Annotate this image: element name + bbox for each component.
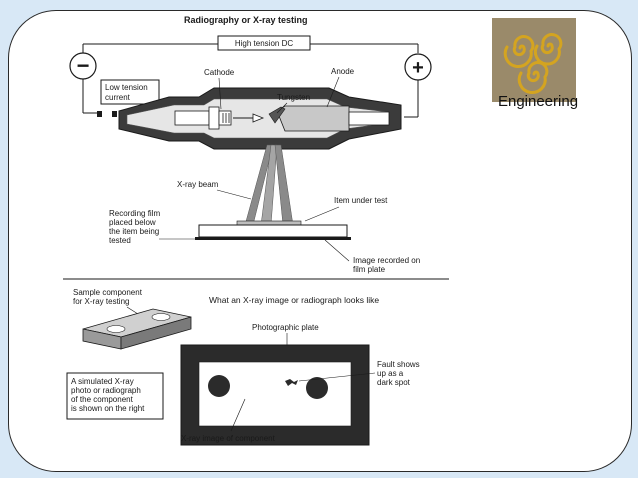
minus-icon: − — [77, 53, 90, 78]
tungsten-target — [268, 106, 286, 124]
fault-spot — [285, 379, 298, 386]
recording-film-line-1: Recording film — [109, 209, 160, 218]
fault-note-line-3: dark spot — [377, 378, 411, 387]
image-recorded-line-2: film plate — [353, 265, 386, 274]
item-under-test-label: Item under test — [334, 196, 388, 205]
xray-image-heading: What an X-ray image or radiograph looks … — [209, 295, 379, 305]
cathode-assembly — [174, 110, 210, 126]
sample-component-line-1: Sample component — [73, 288, 143, 297]
radiography-diagram: Radiography or X-ray testing High tensio… — [63, 15, 449, 446]
terminal-dot — [97, 111, 102, 117]
high-tension-box — [217, 35, 311, 51]
plus-icon: + — [412, 57, 424, 79]
hole-right — [306, 377, 328, 399]
hole-left — [208, 375, 230, 397]
cathode-label: Cathode — [204, 68, 235, 77]
film-plate — [198, 224, 348, 238]
photographic-plate-label: Photographic plate — [252, 323, 319, 332]
simulated-xray-box — [66, 372, 164, 420]
low-tension-line-1: Low tension — [105, 83, 148, 92]
high-tension-circuit — [82, 43, 419, 53]
engineering-logo — [492, 18, 576, 102]
slide: Radiography or X-ray testing High tensio… — [8, 10, 632, 472]
fault-note-line-2: up as a — [377, 369, 404, 378]
image-recorded-line-1: Image recorded on — [353, 256, 420, 265]
xray-beam-label: X-ray beam — [177, 180, 219, 189]
high-tension-label: High tension DC — [235, 39, 293, 48]
fault-note-line-1: Fault shows — [377, 360, 420, 369]
recording-film-line-4: tested — [109, 236, 131, 245]
anode-rod — [348, 111, 390, 126]
terminal-dot — [112, 111, 117, 117]
simulated-line-3: of the component — [71, 395, 134, 404]
simulated-line-4: is shown on the right — [71, 404, 145, 413]
spiral-logo-icon — [503, 33, 563, 95]
simulated-line-1: A simulated X-ray — [71, 377, 134, 386]
anode — [276, 105, 350, 132]
anode-label: Anode — [331, 67, 355, 76]
low-tension-line-2: current — [105, 93, 131, 102]
recording-film-line-3: the item being — [109, 227, 159, 236]
low-tension-box — [100, 79, 160, 105]
xray-beam — [244, 144, 294, 226]
xray-image-caption: X-ray image of component — [181, 434, 276, 443]
tungsten-label: Tungsten — [277, 93, 310, 102]
electron-arrow-icon — [252, 113, 265, 123]
sample-component-line-2: for X-ray testing — [73, 297, 129, 306]
recording-film-line-2: placed below — [109, 218, 156, 227]
diagram-title: Radiography or X-ray testing — [184, 15, 308, 25]
simulated-line-2: photo or radiograph — [71, 386, 141, 395]
engineering-label: Engineering — [497, 93, 579, 110]
filament-icon — [222, 113, 230, 123]
sample-component — [82, 308, 192, 350]
